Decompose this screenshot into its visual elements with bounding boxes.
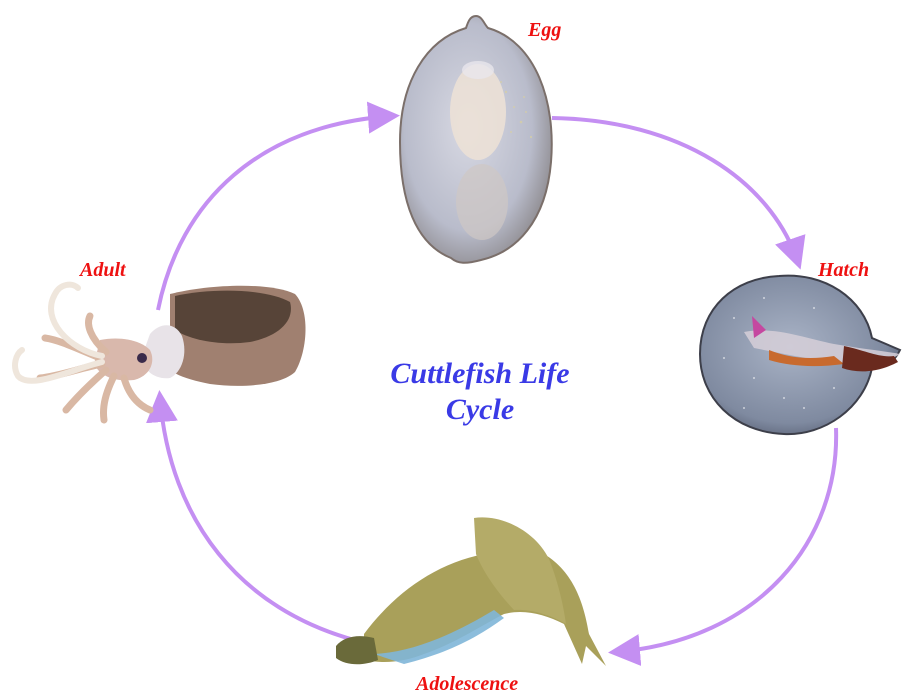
- arrow-egg-to-hatch: [551, 116, 806, 270]
- title-line-1: Cuttlefish Life: [390, 357, 570, 390]
- arrow-hatch-to-adolescence: [608, 427, 839, 666]
- hatch-image: [698, 274, 902, 436]
- stage-label-adolescence: Adolescence: [416, 673, 519, 695]
- arrow-adult-to-egg: [156, 101, 400, 311]
- stage-label-egg: Egg: [528, 19, 562, 41]
- stage-label-adult: Adult: [80, 259, 126, 281]
- egg-image: [398, 14, 553, 264]
- diagram-title: Cuttlefish Life Cycle: [370, 356, 590, 428]
- stage-label-hatch: Hatch: [818, 259, 870, 281]
- adult-image: [12, 281, 306, 424]
- adolescence-image: [336, 517, 606, 666]
- arrow-adolescence-to-adult: [146, 390, 359, 643]
- title-line-2: Cycle: [445, 393, 515, 426]
